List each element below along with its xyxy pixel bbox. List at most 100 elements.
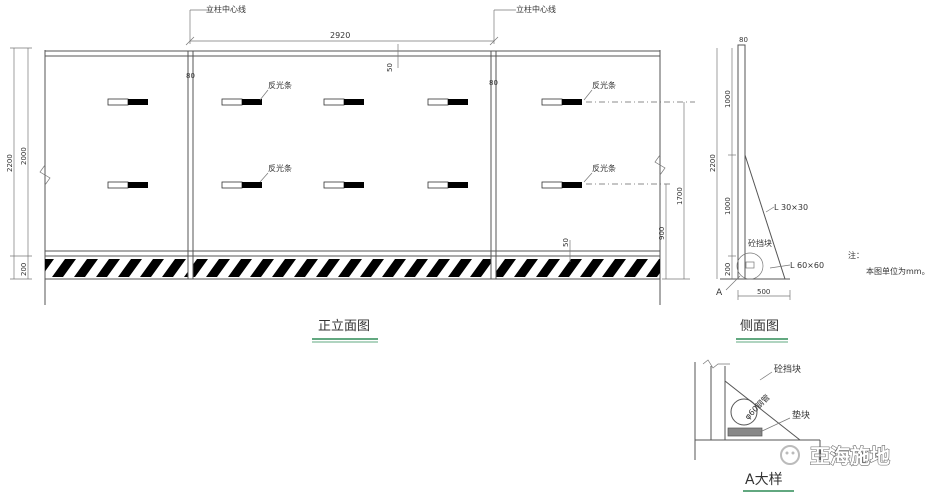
hazard-stripe <box>272 259 296 277</box>
side-view: 80 2200 1000 1000 200 L 30×30 砼挡块 L 60×6… <box>709 36 824 343</box>
reflector-leader-3 <box>583 89 593 101</box>
hazard-stripe <box>558 259 582 277</box>
post-centerline-label-1: 立柱中心线 <box>206 4 246 14</box>
hazard-stripe <box>624 259 648 277</box>
span-tick-2 <box>489 36 499 46</box>
hazard-stripe <box>338 259 362 277</box>
reflector-white-half <box>427 98 449 106</box>
reflector-white-half <box>221 98 243 106</box>
reflector-black-half <box>242 182 262 188</box>
detail-pipe <box>730 398 758 426</box>
hazard-stripe <box>404 259 428 277</box>
striped-base <box>45 259 660 277</box>
note-text: 本图单位为mm。 <box>866 266 928 276</box>
front-elevation: 立柱中心线 立柱中心线 2920 80 80 50 反光条 反光条 反光条 反光… <box>6 4 695 343</box>
reflector-black-half <box>344 99 364 105</box>
hazard-stripe <box>514 259 538 277</box>
detail-callout-circle <box>736 252 764 280</box>
post-width-label-1: 80 <box>186 72 195 80</box>
side-dim-total: 2200 <box>709 154 717 172</box>
top-rail-dim: 50 <box>386 63 394 72</box>
watermark-logo-dot-1 <box>785 451 789 455</box>
detail-pipe-label: φ60钢管 <box>742 392 771 421</box>
hazard-stripe <box>382 259 406 277</box>
watermark-text: 亞海施地 <box>810 444 890 468</box>
hazard-stripe <box>492 259 516 277</box>
reflector-leader-2 <box>259 172 269 183</box>
reflector-label-3: 反光条 <box>592 80 616 90</box>
detail-block-label: 砼挡块 <box>774 363 801 375</box>
hazard-stripe <box>206 259 230 277</box>
side-dim-base: 200 <box>724 263 732 276</box>
break-mark-left <box>39 164 51 186</box>
angle-label: L 60×60 <box>790 261 824 270</box>
brace-label: L 30×30 <box>774 203 808 212</box>
right-dim-upper: 1700 <box>676 187 684 205</box>
post-centerline-label-2: 立柱中心线 <box>516 4 556 14</box>
note: 注： 本图单位为mm。 <box>848 250 928 276</box>
break-mark-right <box>654 154 666 176</box>
hazard-stripe <box>96 259 120 277</box>
detail-pad <box>727 427 763 437</box>
left-dim-base: 200 <box>20 263 28 276</box>
post-base-segment <box>187 259 194 277</box>
hazard-stripe <box>228 259 252 277</box>
hazard-stripe <box>118 259 142 277</box>
detail-block-leader <box>759 371 773 381</box>
hazard-stripe <box>250 259 274 277</box>
hazard-stripe <box>602 259 626 277</box>
side-panel <box>737 44 746 280</box>
left-dim-total: 2200 <box>6 154 14 172</box>
reflector-white-half <box>221 181 243 189</box>
reflector-black-half <box>562 99 582 105</box>
hazard-stripe <box>45 259 54 272</box>
detail-break-mark <box>702 359 730 369</box>
reflector-white-half <box>323 181 345 189</box>
hazard-stripe <box>140 259 164 277</box>
hazard-stripe <box>162 259 186 277</box>
bottom-rail-dim: 50 <box>562 238 570 247</box>
hazard-stripe <box>580 259 604 277</box>
detail-mark: A <box>716 288 723 298</box>
span-dimension: 2920 <box>330 31 350 40</box>
reflector-black-half <box>128 182 148 188</box>
side-block-label: 砼挡块 <box>748 238 772 248</box>
side-dim-lower: 1000 <box>724 197 732 215</box>
detail-pad-leader <box>759 417 791 433</box>
hazard-stripe <box>536 259 560 277</box>
side-dim-upper: 1000 <box>724 90 732 108</box>
hazard-stripe <box>316 259 340 277</box>
reflector-label-4: 反光条 <box>592 163 616 173</box>
reflector-label-2: 反光条 <box>268 163 292 173</box>
hazard-stripe <box>448 259 472 277</box>
reflector-black-half <box>128 99 148 105</box>
watermark-logo-dot-2 <box>791 451 795 455</box>
right-dim-lower: 900 <box>658 227 666 240</box>
hazard-stripe <box>360 259 384 277</box>
reflector-white-half <box>541 98 563 106</box>
reflector-label-1: 反光条 <box>268 80 292 90</box>
reflector-black-half <box>448 182 468 188</box>
post-1 <box>187 50 194 280</box>
reflector-leader-4 <box>583 172 593 183</box>
front-elevation-title: 正立面图 <box>318 319 370 334</box>
reflector-black-half <box>448 99 468 105</box>
brace-leader <box>765 206 775 213</box>
reflector-white-half <box>107 181 129 189</box>
post-2 <box>490 50 497 280</box>
watermark-logo-icon <box>780 445 800 465</box>
side-top-width: 80 <box>739 36 748 44</box>
hazard-stripe <box>74 259 98 277</box>
hazard-stripe <box>646 259 660 277</box>
detail-pad-label: 垫块 <box>792 409 810 421</box>
reflector-black-half <box>344 182 364 188</box>
span-tick-1 <box>185 36 195 46</box>
reflector-white-half <box>107 98 129 106</box>
detail-callout-leader <box>725 275 741 291</box>
reflector-white-half <box>541 181 563 189</box>
base-width-dim: 500 <box>757 288 770 296</box>
side-view-title: 侧面图 <box>740 319 779 334</box>
reflector-black-half <box>562 182 582 188</box>
